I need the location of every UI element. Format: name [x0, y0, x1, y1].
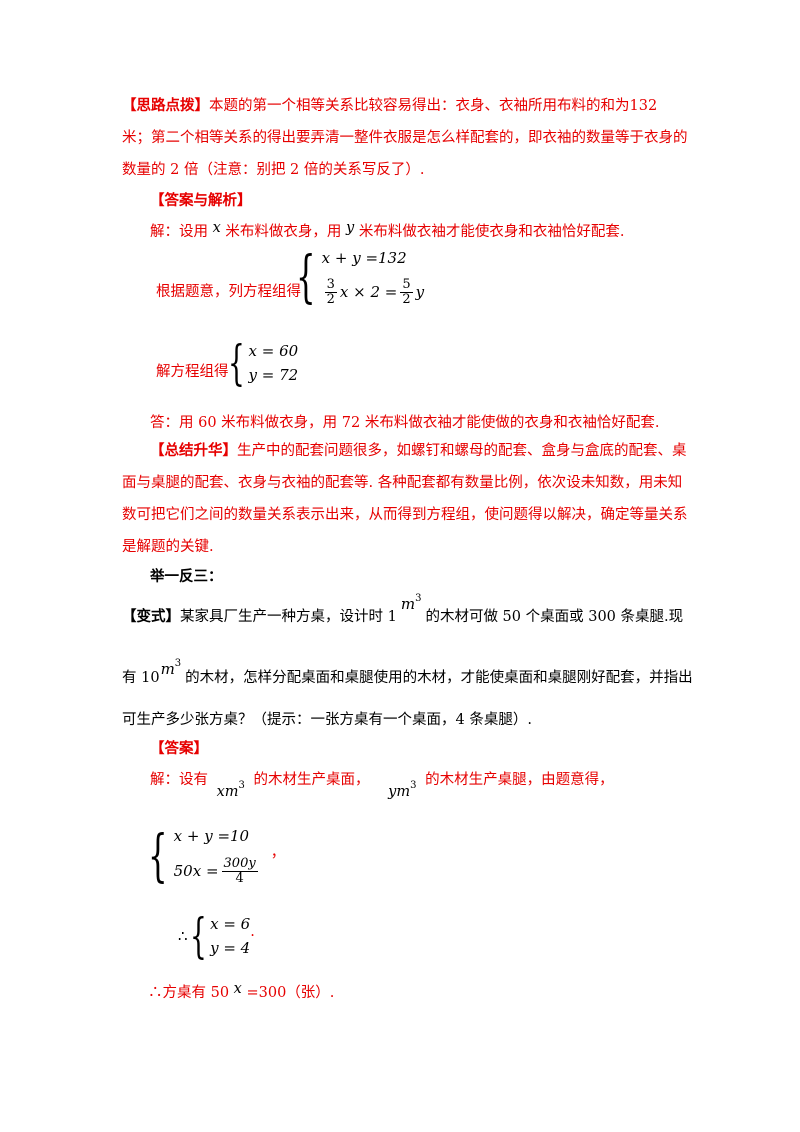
summary-line-1: 【总结升华】生产中的配套问题很多，如螺钉和螺母的配套、盒身与盒底的配套、桌: [150, 442, 687, 459]
final-answer: ∴方桌有 50 x =300（张）.: [148, 981, 335, 1001]
brace-icon: {: [228, 335, 245, 391]
brace-icon: {: [296, 245, 316, 310]
summary-line-4: 是解题的关键.: [122, 539, 214, 555]
summary-line-2: 面与桌腿的配套、衣身与衣袖的配套等. 各种配套都有数量比例，依次设未知数，用未知: [122, 475, 683, 491]
answer-analysis-tag: 【答案与解析】: [150, 192, 252, 209]
hint-line-3: 数量的 2 倍（注意：别把 2 倍的关系写反了）.: [122, 162, 425, 178]
therefore-symbol: ∴: [178, 927, 188, 945]
equation-3: x + y =10: [173, 827, 250, 845]
hint-line-1: 【思路点拨】本题的第一个相等关系比较容易得出：衣身、衣袖所用布料的和为132: [122, 97, 658, 114]
brace-icon: {: [189, 908, 207, 964]
system-label: 根据题意，列方程组得: [156, 284, 301, 300]
practice-line-3: 可生产多少张方桌？（提示：一张方桌有一个桌面，4 条桌腿）.: [122, 712, 532, 728]
equation-1: x + y =132: [321, 249, 407, 267]
hint-tag: 【思路点拨】: [122, 97, 209, 114]
answer-conclusion: 答：用 60 米布料做衣身，用 72 米布料做衣袖才能使做的衣身和衣袖恰好配套.: [150, 415, 660, 431]
var-x: x: [212, 220, 221, 236]
solution-y: y = 72: [248, 366, 299, 384]
solution-x: x = 60: [248, 342, 299, 360]
solution-x-2: x = 6: [210, 915, 251, 933]
solve-label: 解方程组得: [156, 364, 229, 380]
practice-line-1: 【变式】某家具厂生产一种方桌，设计时 1m3的木材可做 50 个桌面或 300 …: [122, 593, 684, 625]
solution-system-2: ∴ { x = 6 y = 4 .: [178, 912, 255, 960]
solution-setup: 解：设用 x 米布料做衣身，用 y 米布料做衣袖才能使衣身和衣袖恰好配套.: [150, 220, 625, 240]
practice-line-2: 有 10m3的木材，怎样分配桌面和桌腿使用的木材，才能使桌面和桌腿刚好配套，并指…: [122, 658, 693, 686]
comma: ，: [270, 844, 286, 861]
brace-icon: {: [148, 824, 168, 889]
var-x-final: x: [233, 981, 242, 997]
practice-answer-setup: 解：设有 xm3 的木材生产桌面， ym3 的木材生产桌腿，由题意得，: [150, 772, 614, 800]
var-y: y: [346, 220, 355, 236]
summary-line-3: 数可把它们之间的数量关系表示出来，从而得到方程组，使问题得以解决，确定等量关系: [122, 507, 688, 523]
solution-system-1: { x = 60 y = 72: [228, 339, 298, 387]
period: .: [250, 924, 255, 940]
solution-y-2: y = 4: [210, 939, 251, 957]
practice-heading: 举一反三：: [150, 568, 223, 585]
hint-line-2: 米；第二个相等关系的得出要弄清一整件衣服是怎么样配套的，即衣袖的数量等于衣身的: [122, 130, 688, 146]
summary-tag: 【总结升华】: [150, 442, 237, 459]
practice-answer-tag: 【答案】: [150, 740, 208, 757]
practice-tag: 【变式】: [122, 608, 180, 625]
